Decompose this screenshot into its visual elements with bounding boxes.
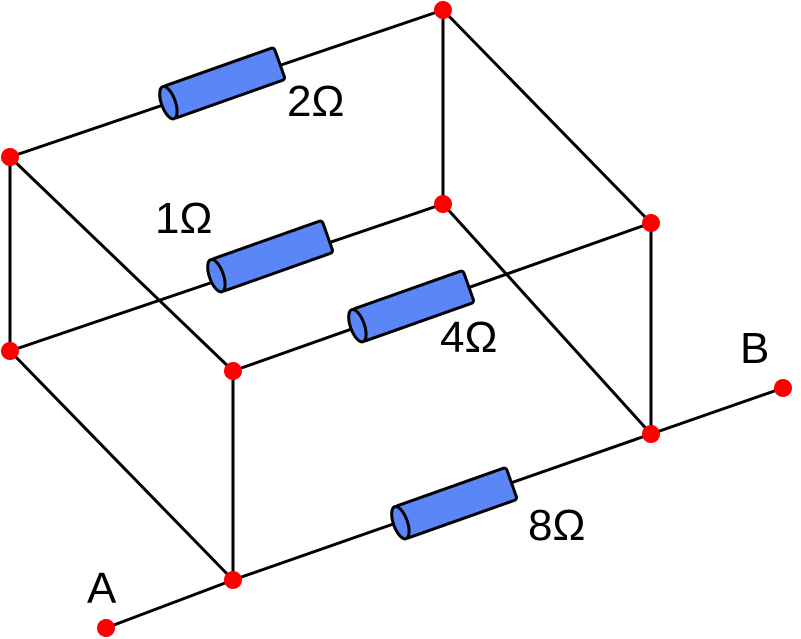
resistor-4ohm-cap: [347, 308, 368, 344]
resistor-1ohm-cap: [206, 258, 227, 294]
node-left-middle: [1, 342, 19, 360]
node-top-left: [1, 148, 19, 166]
resistor-4ohm: [347, 269, 475, 344]
node-front-bottom: [224, 571, 242, 589]
node-terminal-a: [97, 619, 115, 637]
label-resistor-4ohm: 4Ω: [440, 313, 497, 362]
label-resistor-2ohm: 2Ω: [287, 77, 344, 126]
node-front-middle: [224, 362, 242, 380]
resistor-8ohm-cap: [390, 505, 411, 541]
resistor-1ohm-body: [210, 219, 334, 293]
wire-lead-b: [649, 386, 785, 436]
wire-left-diagonal: [8, 349, 235, 582]
node-terminal-b: [774, 379, 792, 397]
node-back-middle: [434, 195, 452, 213]
resistor-2ohm-body: [162, 46, 286, 120]
resistor-8ohm: [390, 466, 518, 541]
node-right-bottom: [642, 425, 660, 443]
label-resistor-1ohm: 1Ω: [155, 194, 212, 243]
node-right-top: [642, 214, 660, 232]
label-resistor-8ohm: 8Ω: [528, 501, 585, 550]
resistor-8ohm-body: [394, 466, 518, 540]
wire-top-right: [441, 8, 653, 225]
label-terminal-b: B: [740, 324, 769, 373]
label-terminal-a: A: [87, 564, 117, 613]
resistor-1ohm: [206, 219, 334, 294]
wire-top-left-diagonal: [8, 155, 235, 373]
wire-lead-a: [104, 578, 235, 630]
resistor-2ohm-cap: [158, 85, 179, 121]
wire-back-diagonal: [441, 202, 653, 436]
node-top-back: [434, 1, 452, 19]
resistor-2ohm: [158, 46, 286, 121]
